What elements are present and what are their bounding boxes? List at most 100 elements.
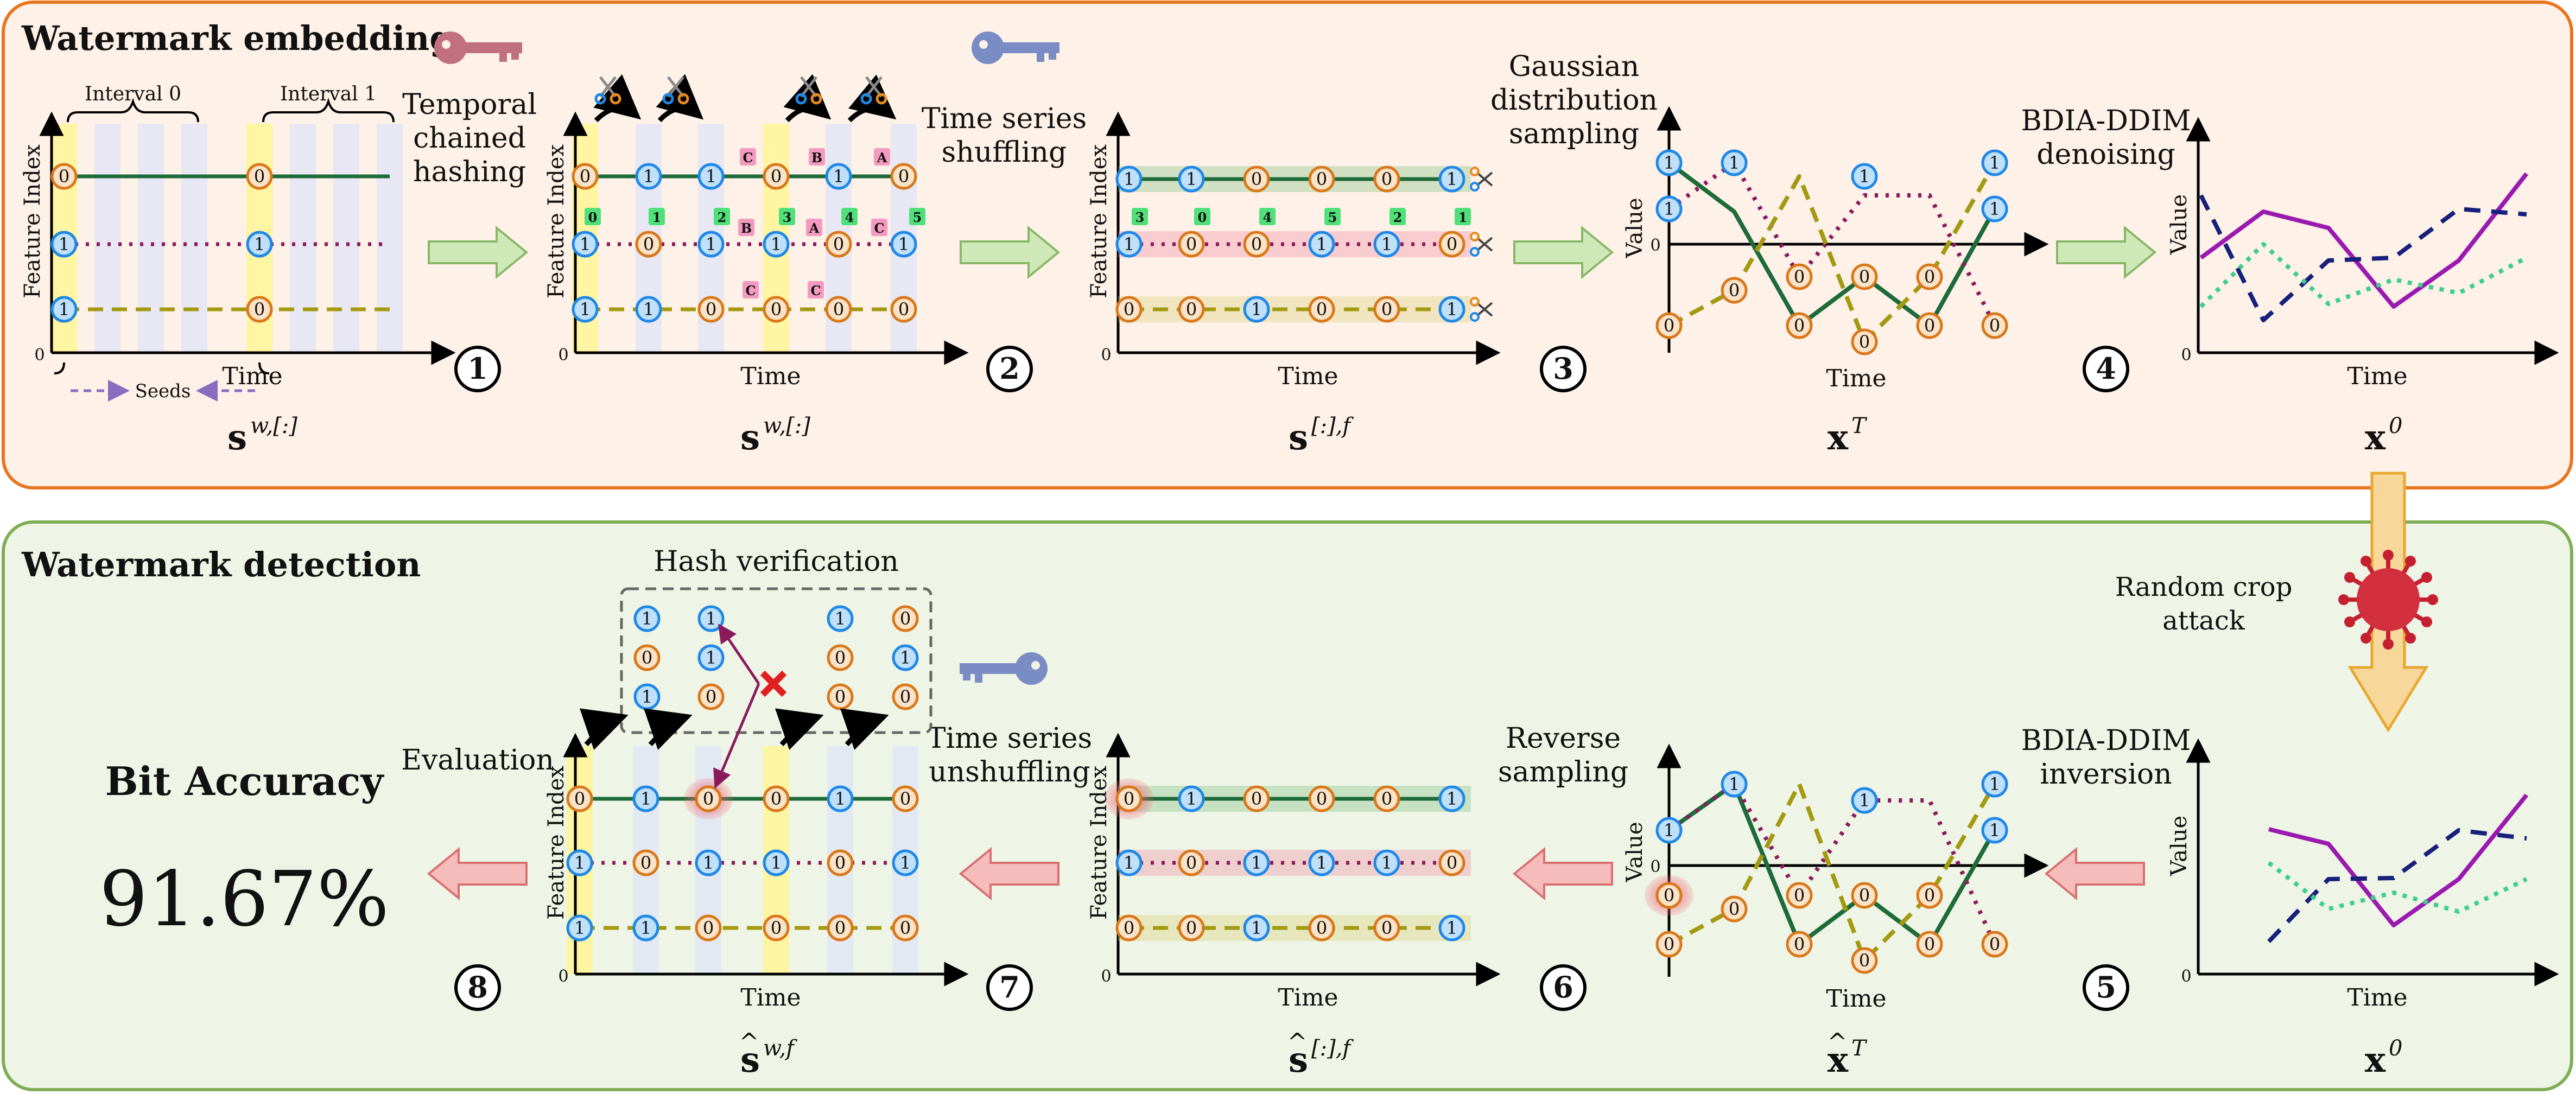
origin-label: 0	[1650, 236, 1660, 255]
origin-label: 0	[1101, 346, 1111, 365]
svg-text:0: 0	[1794, 934, 1805, 955]
embedding-panel	[2, 1, 2573, 489]
y-axis-label: Feature Index	[20, 144, 45, 298]
bit-node: 1	[892, 849, 919, 876]
x-axis-label: Time	[740, 984, 801, 1012]
series-curve	[1667, 161, 1997, 328]
bit-node: 0	[1178, 296, 1205, 323]
svg-text:0: 0	[1794, 315, 1805, 336]
svg-text:1: 1	[1859, 166, 1870, 187]
svg-text:A: A	[809, 220, 820, 236]
perm-index-tag: 5	[1324, 208, 1341, 225]
series-curve	[2267, 861, 2528, 914]
hash-index-tag: 1	[649, 208, 665, 225]
hash-index-tag: 0	[585, 208, 601, 225]
bit-node: 0	[566, 785, 593, 812]
svg-text:0: 0	[1859, 266, 1870, 287]
bit-node: 1	[1438, 166, 1465, 193]
bit-node: 0	[763, 914, 790, 942]
op-hashing-label: Temporal chained hashing	[402, 88, 537, 188]
op-sampling-label: Gaussian distribution sampling	[1490, 50, 1658, 150]
bit-node: 1	[1655, 817, 1683, 844]
svg-text:0: 0	[1186, 918, 1197, 938]
svg-text:Random crop: Random crop	[2115, 572, 2293, 602]
svg-text:0: 0	[1186, 234, 1197, 255]
svg-text:^: ^	[1287, 1028, 1308, 1056]
svg-text:0: 0	[835, 686, 846, 707]
flow-arrow-left	[2044, 847, 2145, 901]
svg-text:C: C	[745, 283, 756, 298]
x-axis-label: Time	[2347, 362, 2407, 390]
bit-accuracy-label: Bit Accuracy	[105, 758, 385, 804]
y-axis-label: Value	[1622, 822, 1647, 882]
op-denoising-label: BDIA-DDIM denoising	[2021, 105, 2191, 171]
time-band	[290, 124, 316, 353]
hash-chain-arrow	[656, 74, 704, 123]
time-band	[333, 124, 359, 353]
bit-node: 1	[1655, 195, 1683, 222]
svg-text:Temporal: Temporal	[402, 88, 537, 121]
svg-text:B: B	[811, 150, 822, 166]
bit-node: 1	[566, 914, 593, 942]
svg-text:1: 1	[1989, 152, 2000, 173]
svg-text:1: 1	[706, 234, 716, 255]
svg-text:sampling: sampling	[1509, 118, 1639, 150]
svg-text:1: 1	[640, 788, 651, 809]
svg-text:s: s	[1289, 1040, 1308, 1080]
x-axis-label: Time	[740, 362, 801, 390]
svg-text:1: 1	[1316, 853, 1327, 873]
bit-node: 1	[635, 296, 662, 323]
bit-node: 1	[1721, 771, 1748, 798]
svg-text:attack: attack	[2162, 606, 2245, 636]
hash-index-tag: 3	[779, 208, 795, 225]
bit-node: 1	[572, 296, 599, 323]
svg-text:0: 0	[1186, 299, 1197, 320]
interval-label: Interval 1	[280, 83, 377, 105]
svg-text:5: 5	[913, 209, 922, 225]
op-reverse-label: Reverse sampling	[1498, 722, 1628, 788]
op-unshuffling-label: Time series unshuffling	[927, 722, 1092, 788]
svg-text:0: 0	[835, 647, 846, 668]
bit-node: 0	[1916, 882, 1943, 909]
bit-node: 0	[1373, 785, 1400, 812]
time-band	[138, 124, 164, 353]
svg-text:0: 0	[574, 788, 585, 809]
svg-text:1: 1	[574, 918, 585, 938]
svg-text:3: 3	[783, 209, 792, 225]
bit-node: 1	[632, 914, 659, 942]
svg-text:0: 0	[1859, 885, 1870, 906]
svg-text:x: x	[2365, 1040, 2386, 1080]
svg-text:6: 6	[1553, 970, 1573, 1004]
svg-text:Reverse: Reverse	[1506, 722, 1621, 755]
bit-node: 1	[633, 683, 661, 710]
svg-text:T: T	[1851, 414, 1868, 438]
origin-label: 0	[558, 967, 568, 986]
hash-chain-arrow	[579, 708, 629, 750]
svg-text:0: 0	[1794, 266, 1805, 287]
bit-node: 0	[1721, 895, 1748, 923]
bit-node: 1	[1243, 849, 1270, 876]
svg-text:T: T	[1851, 1036, 1868, 1061]
svg-text:0: 0	[898, 166, 909, 187]
svg-text:0: 0	[1251, 788, 1262, 809]
bit-node: 0	[763, 785, 790, 812]
interval-brace	[67, 98, 199, 123]
series-curve	[2199, 172, 2529, 309]
svg-text:1: 1	[1186, 169, 1197, 189]
origin-label: 0	[2181, 967, 2191, 986]
svg-text:1: 1	[1729, 774, 1740, 794]
time-band	[377, 124, 403, 353]
svg-text:0: 0	[1316, 918, 1327, 938]
svg-text:0: 0	[833, 234, 844, 255]
svg-text:1: 1	[1381, 234, 1392, 255]
svg-text:1: 1	[833, 166, 844, 187]
svg-text:4: 4	[845, 209, 854, 225]
svg-text:0: 0	[900, 608, 911, 629]
svg-text:1: 1	[706, 166, 716, 187]
svg-text:C: C	[874, 220, 884, 236]
bit-node: 0	[892, 683, 919, 710]
